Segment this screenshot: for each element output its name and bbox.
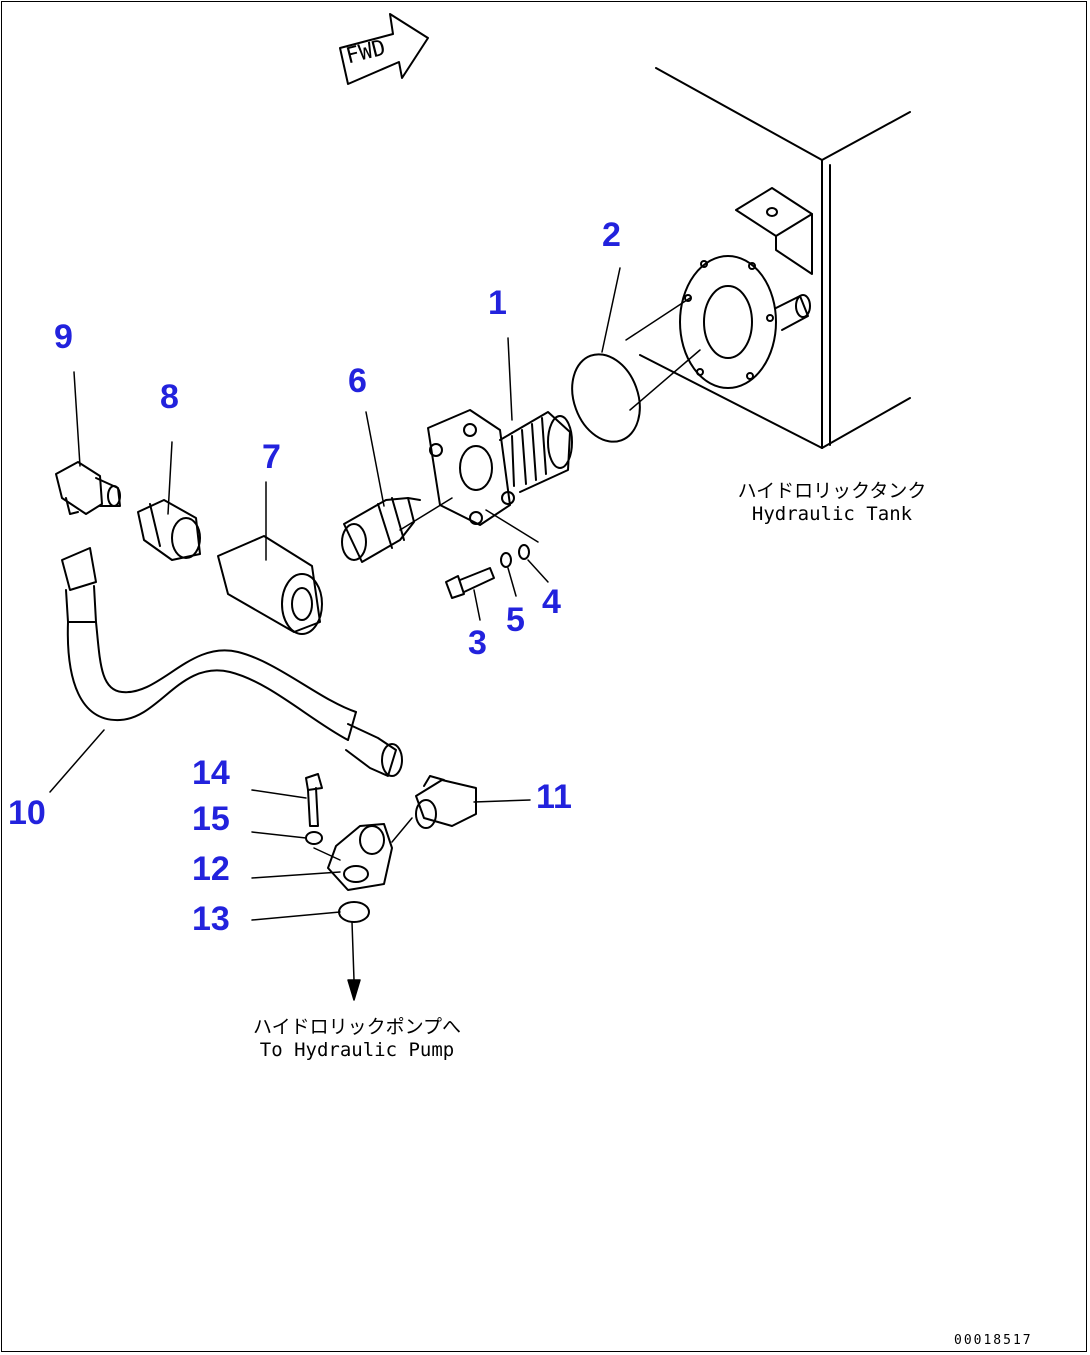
- connector-6: [341, 497, 421, 563]
- washer-15: [305, 831, 323, 845]
- pump-label: ハイドロリックポンプへ To Hydraulic Pump: [232, 1016, 482, 1062]
- leader-lines: [49, 267, 701, 1001]
- callout-4: 4: [542, 583, 561, 621]
- callout-2: 2: [602, 216, 621, 254]
- elbow-11: [415, 775, 477, 829]
- washer-5: [500, 552, 512, 568]
- pump-label-jp: ハイドロリックポンプへ: [252, 1016, 462, 1038]
- o-ring-13: [338, 901, 370, 923]
- washer-4: [518, 544, 530, 560]
- callout-11: 11: [536, 778, 572, 816]
- callout-8: 8: [160, 378, 179, 416]
- bolt-3: [445, 567, 495, 599]
- callout-1: 1: [488, 284, 507, 322]
- bolt-14: [305, 773, 323, 827]
- callout-10: 10: [8, 794, 46, 832]
- fwd-arrow-icon: [339, 13, 429, 85]
- elbow-9: [55, 461, 121, 515]
- drawing-code: 00018517: [954, 1333, 1033, 1348]
- flange-elbow-12: [327, 823, 393, 891]
- adapter-8: [137, 499, 201, 561]
- hose-10: [61, 547, 403, 777]
- tee-7: [217, 535, 323, 635]
- callout-12: 12: [192, 850, 230, 888]
- tank-label-en: Hydraulic Tank: [751, 502, 913, 525]
- strainer-1: [427, 409, 573, 526]
- tank-label: ハイドロリックタンク Hydraulic Tank: [726, 480, 938, 526]
- gasket-2: [571, 353, 641, 443]
- callout-14: 14: [192, 754, 230, 792]
- callout-3: 3: [468, 624, 487, 662]
- callout-13: 13: [192, 900, 230, 938]
- callout-6: 6: [348, 362, 367, 400]
- hydraulic-tank: [639, 67, 911, 449]
- callout-5: 5: [506, 601, 525, 639]
- pump-label-en: To Hydraulic Pump: [259, 1038, 455, 1061]
- tank-label-jp: ハイドロリックタンク: [737, 480, 927, 502]
- callout-15: 15: [192, 800, 230, 838]
- callout-7: 7: [262, 438, 281, 476]
- callout-9: 9: [54, 318, 73, 356]
